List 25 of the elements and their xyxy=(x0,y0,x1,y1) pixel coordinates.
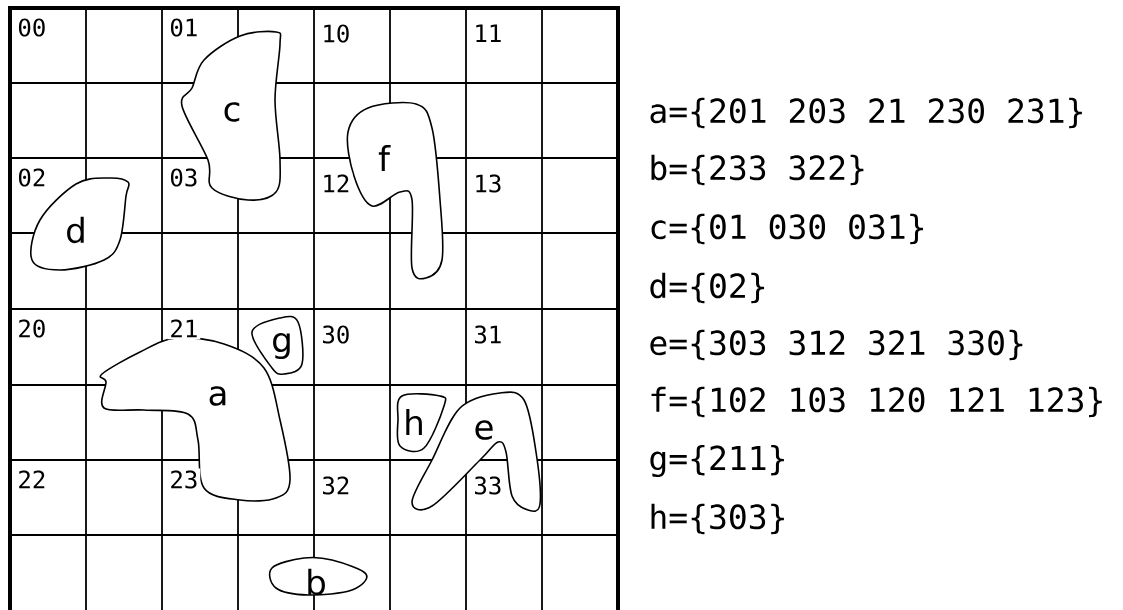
cell-number: 12 xyxy=(319,172,353,195)
set-definition: d={02} xyxy=(650,272,765,304)
set-definition: g={211} xyxy=(650,444,784,478)
cell-number: 23 xyxy=(167,468,201,491)
cell-number: 00 xyxy=(15,16,49,39)
cell-number: 33 xyxy=(471,474,505,497)
set-definition: e={303 312 321 330} xyxy=(650,329,1023,361)
cell-number: 22 xyxy=(15,468,49,491)
region-blob: g xyxy=(251,315,304,376)
cell-number: 30 xyxy=(319,323,353,346)
cell-number: 13 xyxy=(471,172,505,195)
node-label: b xyxy=(308,568,325,596)
set-definition: h={303} xyxy=(651,503,784,535)
cell-number: 20 xyxy=(15,317,49,340)
cell-number: 32 xyxy=(319,474,353,497)
cell-number: 21 xyxy=(167,317,201,340)
set-definition: b={233 322} xyxy=(651,154,864,186)
region-blob: b xyxy=(268,556,368,596)
cell-number: 11 xyxy=(471,22,505,44)
set-definition: f={102 103 120 121 123} xyxy=(651,386,1102,418)
region-blob: h xyxy=(396,393,447,453)
cell-number: 31 xyxy=(471,323,505,346)
set-definition: c={01 030 031} xyxy=(651,213,923,245)
cell-number: 10 xyxy=(319,22,353,45)
set-definition: a={201 203 21 230 231} xyxy=(650,97,1082,129)
